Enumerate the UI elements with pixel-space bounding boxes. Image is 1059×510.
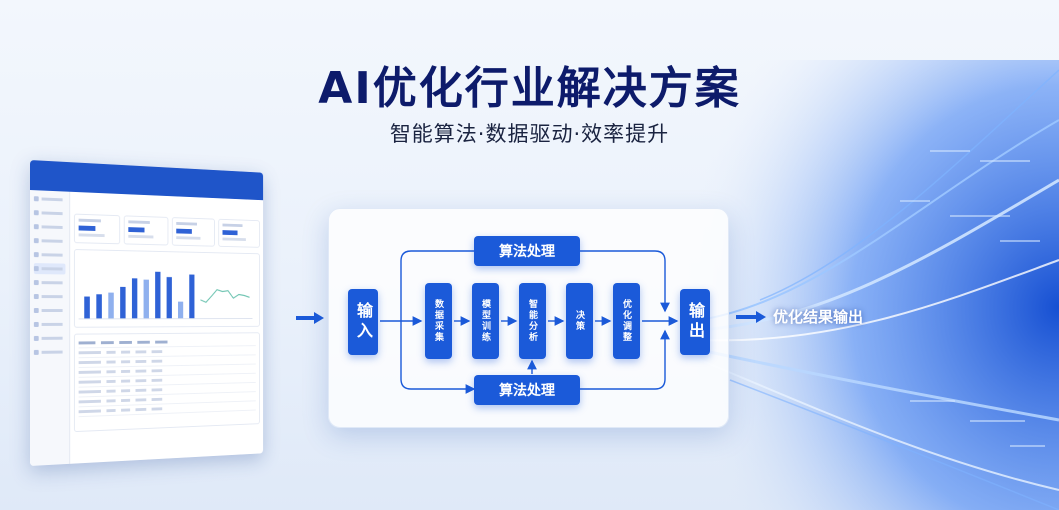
dashboard-mockup — [30, 160, 264, 466]
algorithm-process-top: 算法处理 — [474, 236, 580, 266]
kpi-card — [171, 217, 215, 247]
dashboard-bar — [166, 277, 172, 319]
output-node: 输出 — [680, 289, 710, 355]
dashboard-table — [73, 332, 260, 433]
page-title: AI优化行业解决方案 — [318, 63, 741, 114]
page-subtitle: 智能算法·数据驱动·效率提升 — [389, 122, 670, 146]
process-flow-panel: 输入 输出 算法处理 算法处理 数据采集 模型训练 智能分析 决策 优化调整 — [328, 208, 729, 428]
dashboard-bar — [120, 286, 126, 319]
dashboard-bar — [155, 271, 161, 319]
flow-connectors — [380, 250, 679, 394]
dashboard-bar — [84, 296, 90, 319]
dashboard-sidebar — [30, 190, 71, 466]
arrow-right-icon — [296, 312, 324, 324]
kpi-card — [73, 213, 121, 245]
dashboard-bar — [96, 294, 102, 319]
flow-step: 优化调整 — [613, 283, 640, 359]
kpi-card — [123, 215, 169, 246]
arrow-right-icon — [736, 311, 766, 323]
dashboard-bar — [189, 274, 195, 319]
dashboard-bar — [131, 278, 138, 319]
dashboard-bar — [143, 279, 149, 319]
algorithm-process-bottom: 算法处理 — [474, 375, 580, 405]
dashboard-content — [73, 196, 260, 460]
flow-step: 决策 — [566, 283, 593, 359]
flow-step: 智能分析 — [519, 283, 546, 359]
flow-step: 模型训练 — [472, 283, 499, 359]
kpi-card — [218, 218, 260, 248]
input-node: 输入 — [348, 289, 378, 355]
flow-step: 数据采集 — [425, 283, 452, 359]
dashboard-trend-line — [200, 290, 249, 303]
dashboard-bar — [177, 301, 184, 319]
dashboard-chart — [73, 249, 260, 328]
optimized-result-label: 优化结果输出 — [773, 308, 864, 326]
dashboard-bar — [108, 292, 114, 319]
